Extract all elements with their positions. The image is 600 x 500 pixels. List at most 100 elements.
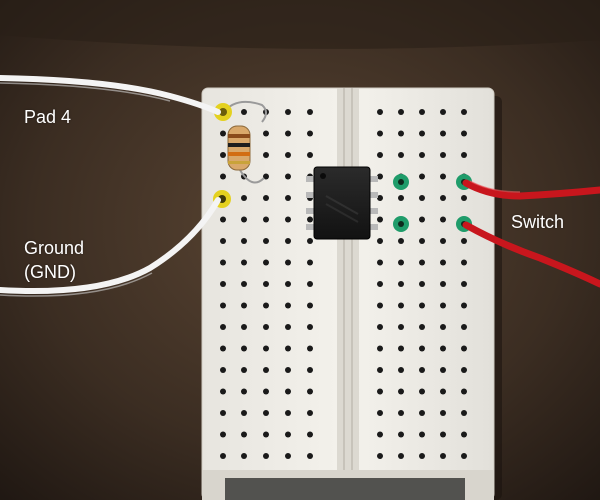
background-shadow — [0, 0, 600, 49]
breadboard-hole — [285, 216, 291, 223]
breadboard-hole — [307, 324, 313, 330]
breadboard-hole — [398, 130, 404, 137]
breadboard-hole — [398, 281, 404, 287]
breadboard-hole — [307, 130, 313, 137]
breadboard-hole — [440, 324, 446, 330]
breadboard-hole — [377, 324, 383, 330]
breadboard-hole — [398, 431, 404, 438]
breadboard-hole — [285, 109, 291, 115]
breadboard-hole — [263, 259, 269, 266]
breadboard-hole — [220, 152, 226, 158]
breadboard-hole — [220, 281, 226, 287]
breadboard-hole — [419, 367, 425, 373]
breadboard-hole — [398, 109, 404, 115]
breadboard-hole — [241, 281, 247, 287]
breadboard-hole — [263, 195, 269, 201]
breadboard-hole — [377, 238, 383, 244]
breadboard-hole — [241, 410, 247, 416]
breadboard-hole — [241, 195, 247, 201]
breadboard-hole — [440, 431, 446, 438]
breadboard-hole — [285, 259, 291, 266]
breadboard-hole — [419, 109, 425, 115]
breadboard-hole — [285, 410, 291, 416]
breadboard-holes — [220, 109, 467, 459]
breadboard-hole — [419, 173, 425, 180]
breadboard-hole — [440, 152, 446, 158]
breadboard-hole — [307, 302, 313, 309]
breadboard-hole — [419, 345, 425, 352]
breadboard — [201, 87, 495, 500]
breadboard-hole — [461, 109, 467, 115]
breadboard-hole — [398, 238, 404, 244]
breadboard-hole — [220, 431, 226, 438]
breadboard-hole — [461, 238, 467, 244]
breadboard-hole — [220, 324, 226, 330]
breadboard-hole — [307, 410, 313, 416]
breadboard-hole — [263, 216, 269, 223]
breadboard-hole — [263, 281, 269, 287]
breadboard-hole — [377, 367, 383, 373]
breadboard-hole — [263, 238, 269, 244]
breadboard-hole — [307, 109, 313, 115]
breadboard-hole — [377, 195, 383, 201]
breadboard-hole — [220, 367, 226, 373]
red-wires — [462, 179, 600, 288]
breadboard-hole — [220, 410, 226, 416]
breadboard-hole — [440, 173, 446, 180]
breadboard-hole — [377, 173, 383, 180]
breadboard-hole — [377, 259, 383, 266]
breadboard-hole — [241, 216, 247, 223]
breadboard-hole — [263, 410, 269, 416]
breadboard-hole — [263, 173, 269, 180]
breadboard-hole — [241, 453, 247, 459]
breadboard-hole — [440, 195, 446, 201]
breadboard-hole — [398, 302, 404, 309]
breadboard-hole — [307, 152, 313, 158]
switch-label: Switch — [511, 212, 565, 232]
breadboard-hole — [307, 431, 313, 438]
breadboard-hole — [398, 259, 404, 266]
breadboard-hole — [461, 302, 467, 309]
breadboard-hole — [440, 259, 446, 266]
breadboard-hole — [263, 367, 269, 373]
breadboard-hole — [398, 152, 404, 158]
breadboard-hole — [440, 453, 446, 459]
breadboard-hole — [461, 324, 467, 330]
breadboard-hole — [398, 345, 404, 352]
breadboard-center-channel — [337, 88, 359, 500]
breadboard-hole — [241, 302, 247, 309]
pad-4-label: Pad 4 — [24, 107, 72, 127]
breadboard-hole — [285, 195, 291, 201]
breadboard-hole — [220, 173, 226, 180]
breadboard-hole — [398, 195, 404, 201]
breadboard-hole — [285, 453, 291, 459]
breadboard-hole — [285, 238, 291, 244]
breadboard-hole — [461, 388, 467, 395]
breadboard-hole — [419, 216, 425, 223]
breadboard-hole — [241, 431, 247, 438]
breadboard-hole — [220, 388, 226, 395]
breadboard-hole — [419, 195, 425, 201]
breadboard-hole — [220, 453, 226, 459]
breadboard-hole — [398, 410, 404, 416]
breadboard-hole — [285, 388, 291, 395]
breadboard-hole — [285, 345, 291, 352]
resistor — [222, 100, 267, 184]
breadboard-hole — [220, 302, 226, 309]
breadboard-hole — [377, 302, 383, 309]
breadboard-hole — [419, 431, 425, 438]
breadboard-hole — [419, 130, 425, 137]
breadboard-hole — [461, 367, 467, 373]
breadboard-hole — [307, 216, 313, 223]
breadboard-hole — [440, 130, 446, 137]
white-wire-pad — [0, 75, 221, 115]
breadboard-hole — [398, 324, 404, 330]
breadboard-hole — [263, 152, 269, 158]
breadboard-hole — [285, 302, 291, 309]
breadboard-hole — [419, 281, 425, 287]
white-wire-ground — [0, 197, 221, 297]
ic-chip — [306, 166, 378, 240]
breadboard-hole — [461, 259, 467, 266]
breadboard-hole — [263, 345, 269, 352]
